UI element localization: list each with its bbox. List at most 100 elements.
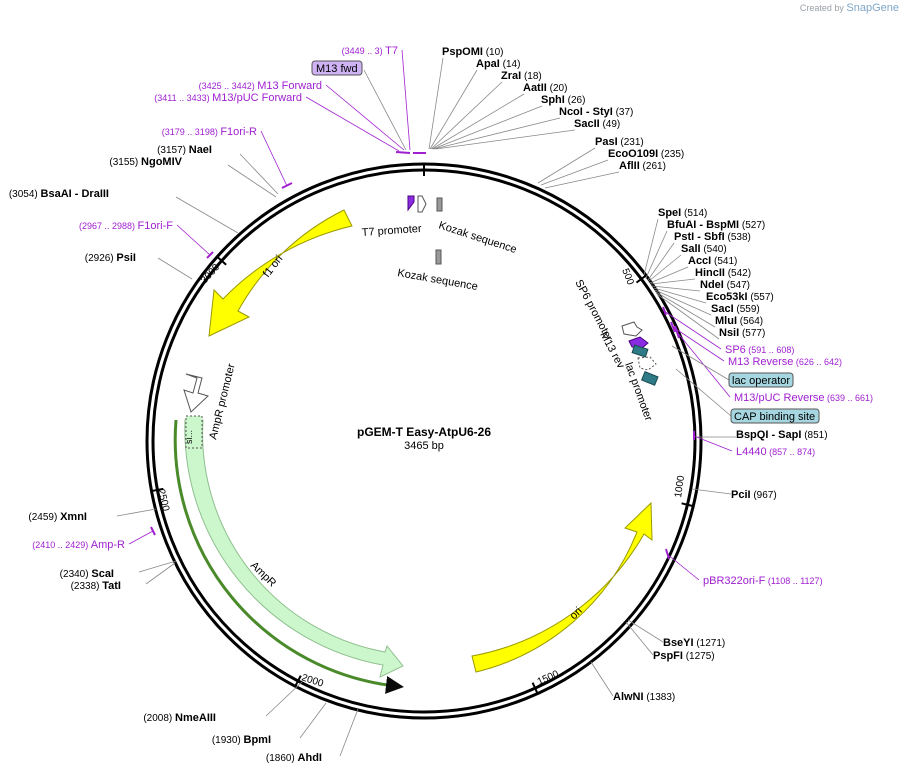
lac-promoter-label: lac promoter <box>622 361 654 423</box>
enzyme-leader-line <box>590 661 614 697</box>
enzyme-label[interactable]: ApaI (14) <box>476 58 520 70</box>
kozak-label-2: Kozak sequence <box>396 267 478 293</box>
lac-promoter-arrow <box>637 356 657 371</box>
enzyme-label[interactable]: PasI (231) <box>595 136 644 148</box>
enzyme-label[interactable]: AlwNI (1383) <box>613 691 675 703</box>
enzyme-label[interactable]: SacI (559) <box>711 303 760 315</box>
enzyme-label[interactable]: EcoO109I (235) <box>608 148 684 160</box>
primer-leader-line <box>693 435 733 452</box>
enzyme-leader-line <box>647 242 675 281</box>
enzyme-leader-line <box>649 266 689 284</box>
enzyme-leader-line <box>239 153 279 195</box>
lacop-leader-line <box>671 345 730 381</box>
enzyme-leader-line <box>653 287 707 304</box>
enzyme-label[interactable]: NcoI - StyI (37) <box>559 106 633 118</box>
enzyme-label[interactable]: BspQI - SapI (851) <box>736 429 828 441</box>
enzyme-label[interactable]: (3157) NaeI <box>157 144 212 156</box>
enzyme-leader-line <box>265 681 303 717</box>
tick-mark <box>215 255 227 266</box>
primer-label[interactable]: SP6 (591 .. 608) <box>725 344 794 356</box>
enzyme-leader-line <box>432 105 543 150</box>
enzyme-label[interactable]: ZraI (18) <box>501 70 542 82</box>
enzyme-label[interactable]: MluI (564) <box>715 315 763 327</box>
plasmid-size: 3465 bp <box>404 440 444 452</box>
primer-leader-line <box>260 130 288 187</box>
enzyme-label[interactable]: (2926) PsiI <box>85 252 136 264</box>
enzyme-label[interactable]: (3054) BsaAI - DraIII <box>9 188 109 200</box>
primer-label[interactable]: (2410 .. 2429) Amp-R <box>32 539 125 551</box>
primer-leader-line <box>401 49 411 151</box>
enzyme-label[interactable]: PspOMI (10) <box>442 46 504 58</box>
enzyme-label[interactable]: Eco53kI (557) <box>706 291 774 303</box>
enzyme-label[interactable]: (2338) TatI <box>71 580 121 592</box>
primer-label[interactable]: (3449 .. 3) T7 <box>342 45 398 57</box>
enzyme-label[interactable]: PstI - SbfI (538) <box>674 231 751 243</box>
kozak-label-1: Kozak sequence <box>437 219 518 256</box>
enzyme-leader-line <box>428 57 444 150</box>
lac-operator-box <box>631 344 649 358</box>
cap-leader-line <box>675 368 732 417</box>
signal-peptide-box <box>185 415 203 449</box>
primer-label[interactable]: M13 Reverse (626 .. 642) <box>728 356 842 368</box>
enzyme-leader-line <box>544 171 620 189</box>
primer-leader-line <box>663 310 722 350</box>
enzyme-label[interactable]: HincII (542) <box>695 267 751 279</box>
f1-ori-arrow <box>208 209 353 337</box>
primer-leader-line <box>176 224 211 256</box>
enzyme-label[interactable]: SpeI (514) <box>658 207 707 219</box>
cap-site-tag <box>730 408 820 424</box>
t7-promoter-arrow <box>407 195 415 212</box>
m13fwd-leader-line <box>363 69 407 151</box>
primer-leader-line <box>305 96 400 152</box>
enzyme-leader-line <box>627 619 664 643</box>
enzyme-label[interactable]: (2008) NmeAIII <box>143 712 216 724</box>
primer-label[interactable]: (3179 .. 3198) F1ori-R <box>162 126 257 138</box>
enzyme-label[interactable]: NsiI (577) <box>719 327 765 339</box>
enzyme-label[interactable]: PciI (967) <box>731 489 777 501</box>
primer-label[interactable]: M13/pUC Reverse (639 .. 661) <box>734 392 873 404</box>
enzyme-leader-line <box>435 129 576 150</box>
plasmid-name: pGEM-T Easy-AtpU6-26 <box>357 425 491 439</box>
enzyme-label[interactable]: SacII (49) <box>574 118 620 130</box>
enzyme-label[interactable]: SphI (26) <box>541 94 585 106</box>
primer-label[interactable]: pBR322ori-F (1108 .. 1127) <box>703 575 823 587</box>
enzyme-label[interactable]: NdeI (547) <box>700 279 750 291</box>
primer-label[interactable]: (3425 .. 3442) M13 Forward <box>199 80 322 92</box>
enzyme-leader-line <box>145 562 176 585</box>
enzyme-label[interactable]: AflII (261) <box>619 160 666 172</box>
enzyme-leader-line <box>157 257 193 280</box>
snapgene-credit: Created by SnapGene <box>799 2 899 14</box>
enzyme-leader-line <box>654 289 712 316</box>
enzyme-leader-line <box>299 702 327 739</box>
t7-promoter-label: T7 promoter <box>361 223 422 239</box>
enzyme-leader-line <box>429 69 478 150</box>
primer-label[interactable]: (3411 .. 3433) M13/pUC Forward <box>154 92 302 104</box>
enzyme-label[interactable]: (2459) XmnI <box>28 511 87 523</box>
m13-fwd-tag <box>311 60 363 76</box>
primer-leader-line <box>666 553 700 581</box>
enzyme-label[interactable]: BseYI (1271) <box>663 637 725 649</box>
ampr-cds-outline <box>173 419 404 694</box>
ampr-arrow <box>184 419 404 678</box>
enzyme-label[interactable]: PspFI (1275) <box>653 650 715 662</box>
enzyme-label[interactable]: (1860) AhdI <box>266 752 322 764</box>
enzyme-label[interactable]: (2340) ScaI <box>60 568 114 580</box>
enzyme-leader-line <box>339 708 359 757</box>
enzyme-label[interactable]: BfuAI - BspMI (527) <box>667 219 765 231</box>
primer-leader-line <box>672 326 725 362</box>
enzyme-label[interactable]: (1930) BpmI <box>212 734 271 746</box>
tick-mark <box>531 682 539 695</box>
enzyme-label[interactable]: (3155) NgoMIV <box>109 156 182 168</box>
enzyme-leader-line <box>138 560 177 573</box>
enzyme-label[interactable]: AccI (541) <box>688 255 737 267</box>
primer-label[interactable]: L4440 (857 .. 874) <box>736 446 815 458</box>
primer-label[interactable]: (2967 .. 2988) F1ori-F <box>79 220 173 232</box>
tick-label: 2500 <box>155 488 171 513</box>
tick-label: 1000 <box>673 474 687 498</box>
enzyme-leader-line <box>656 293 720 340</box>
snapgene-logo-text: SnapGene <box>846 2 899 14</box>
cap-site-tag-text: CAP binding site <box>734 411 815 423</box>
enzyme-leader-line <box>537 147 596 184</box>
enzyme-label[interactable]: SalI (540) <box>681 243 727 255</box>
enzyme-label[interactable]: AatII (20) <box>523 82 567 94</box>
